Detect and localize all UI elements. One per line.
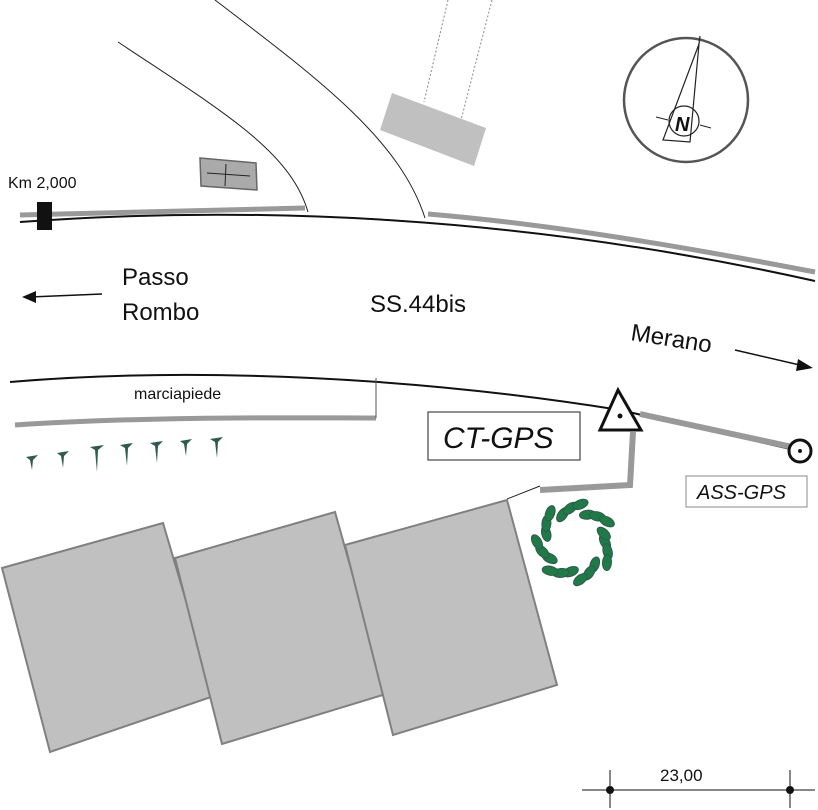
tree-row bbox=[26, 437, 223, 472]
bush-leaf bbox=[601, 554, 612, 572]
road-name: SS.44bis bbox=[370, 291, 466, 318]
ct-gps-label-box bbox=[427, 411, 581, 461]
bush-leaf bbox=[544, 505, 556, 522]
ct-gps-station-icon bbox=[597, 386, 644, 432]
upper-sidewalk bbox=[427, 211, 816, 275]
ass-gps-station-icon bbox=[787, 438, 813, 464]
direction-label-merano: Merano bbox=[629, 319, 714, 358]
bush-leaf bbox=[573, 573, 588, 587]
lower-road-edge bbox=[9, 373, 809, 454]
bush-leaf bbox=[596, 526, 611, 541]
dotted-line bbox=[423, 0, 449, 103]
bush-leaf bbox=[541, 565, 559, 576]
north-arrow-compass: N bbox=[622, 35, 750, 164]
ass-gps-label-box bbox=[685, 475, 808, 508]
side-road-line-2 bbox=[214, 0, 426, 219]
bush-icon bbox=[530, 498, 615, 587]
arrow-left-icon bbox=[22, 291, 103, 303]
km-label: Km 2,000 bbox=[8, 175, 77, 192]
upper-sidewalk bbox=[19, 205, 306, 218]
scale-label: 23,00 bbox=[660, 766, 703, 785]
km-marker bbox=[37, 202, 52, 230]
direction-label-rombo: Rombo bbox=[122, 299, 199, 326]
scale-bar bbox=[582, 770, 815, 808]
bush-leaf bbox=[572, 498, 589, 511]
sidewalk-label: marciapiede bbox=[134, 386, 221, 403]
building bbox=[343, 498, 559, 737]
path-connector bbox=[506, 485, 541, 500]
ct-gps-label: CT-GPS bbox=[443, 422, 554, 455]
direction-label-passo: Passo bbox=[122, 264, 189, 291]
arrow-right-icon bbox=[734, 349, 813, 371]
ass-gps-label: ASS-GPS bbox=[696, 482, 787, 504]
small-structure bbox=[199, 157, 258, 191]
upper-road-edge bbox=[19, 213, 816, 282]
path-to-building bbox=[539, 431, 636, 493]
dotted-line bbox=[459, 0, 493, 125]
lower-sidewalk bbox=[14, 415, 377, 428]
ct-gps-sidewalk bbox=[639, 411, 798, 451]
building-top bbox=[380, 93, 486, 166]
bush-leaf bbox=[599, 515, 615, 528]
side-road-line-1 bbox=[117, 41, 309, 213]
bush-leaf bbox=[530, 534, 544, 550]
svg-text:N: N bbox=[675, 114, 690, 136]
